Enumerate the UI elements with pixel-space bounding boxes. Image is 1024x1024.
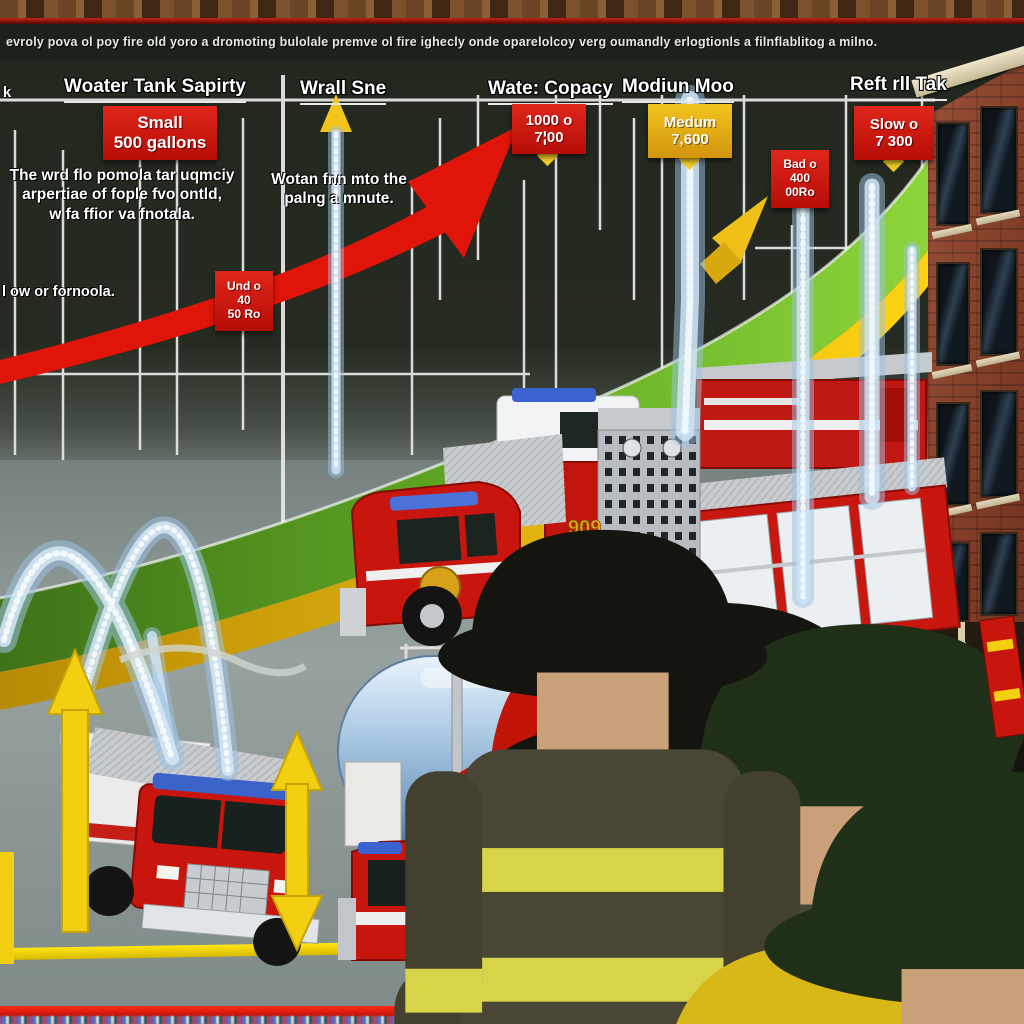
flow-note: Wotan fnn mto the palng a mnute. xyxy=(271,171,407,208)
white-placard xyxy=(344,761,402,847)
badge-und-40: Und o 40 50 Ro xyxy=(215,271,273,331)
badge-small-tank: Small 500 gallons xyxy=(103,106,217,160)
building-window xyxy=(980,106,1018,214)
title-banner: evroly pova ol poy fire old yoro a dromo… xyxy=(0,24,1024,60)
yellow-double-arrow xyxy=(270,729,324,953)
badge-medium: Medum 7,600 xyxy=(648,104,732,158)
badge-capacity-1000: 1000 o 7¦00 xyxy=(512,104,586,154)
firefighters xyxy=(394,529,1024,1024)
yellow-up-arrow-small xyxy=(320,94,352,132)
engine-front-view xyxy=(68,727,320,966)
left-paragraph: The wrd flo pomola tar uqmciy arpertiae … xyxy=(9,167,235,223)
yellow-edge-stripe xyxy=(0,852,14,964)
building-window xyxy=(936,122,970,226)
engine-pumper-red-cab xyxy=(340,434,566,646)
side-note: l ow or fornoola. xyxy=(2,284,115,300)
building-window xyxy=(936,262,970,366)
column-header-wall-size: Wrall Sne xyxy=(300,78,387,105)
column-header-refill-tank: Reft rll Tak xyxy=(850,74,947,101)
left-tick-glyph: k xyxy=(2,84,12,101)
banner-text: evroly pova ol poy fire old yoro a dromo… xyxy=(6,35,878,49)
badge-bad-400: Bad o 400 00Ro xyxy=(771,150,829,208)
yellow-up-arrow-left xyxy=(46,647,104,933)
badge-slow-refill: Slow o 7 300 xyxy=(854,106,934,160)
building-window xyxy=(980,390,1018,498)
building-window xyxy=(980,532,1018,616)
ground-hose xyxy=(118,644,307,677)
red-equipment xyxy=(978,615,1024,739)
wood-shelf-strip xyxy=(0,0,1024,18)
top-red-divider xyxy=(0,18,1024,24)
building-window xyxy=(980,248,1018,356)
column-header-water-tank-capacity: Woater Tank Sapirty xyxy=(64,76,246,103)
column-header-medium: Modiun Moo xyxy=(622,76,734,103)
yellow-bent-arrow xyxy=(700,196,768,284)
